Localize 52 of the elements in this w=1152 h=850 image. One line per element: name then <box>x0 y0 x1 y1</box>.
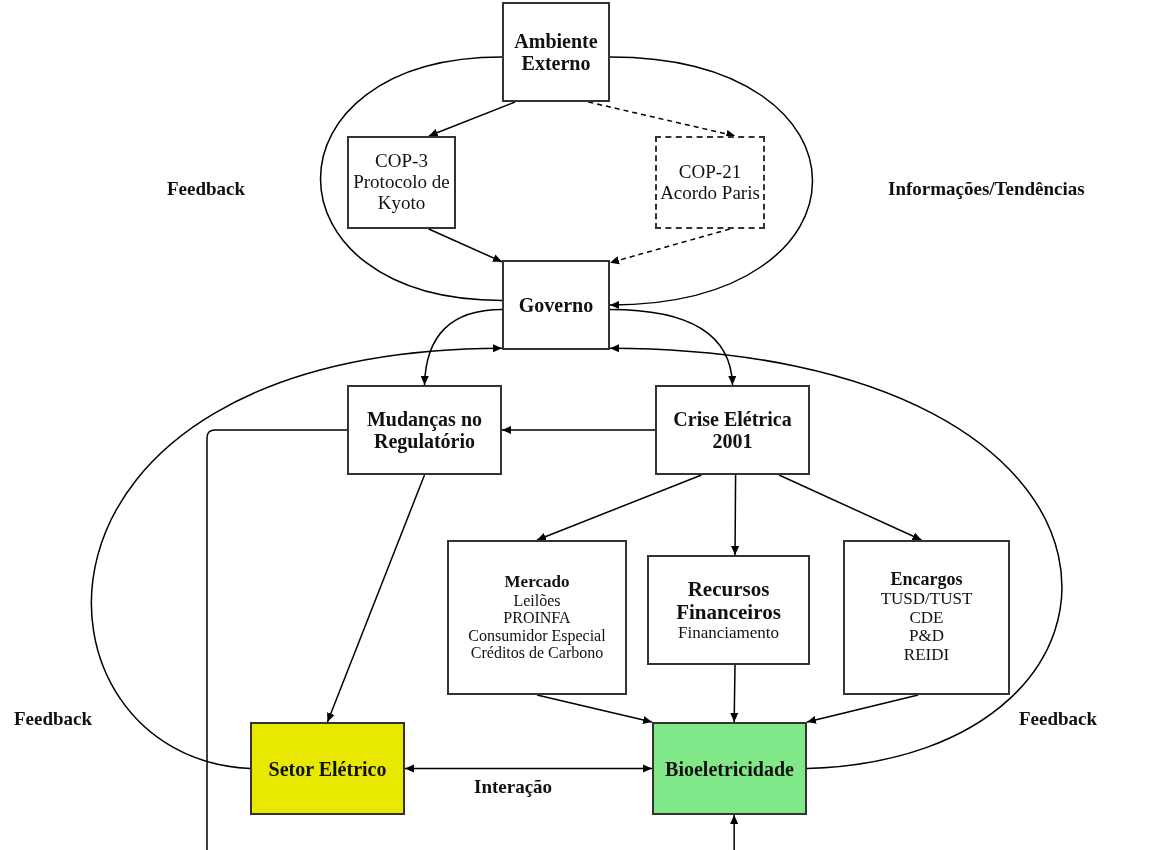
arrow <box>609 56 814 309</box>
feedback-arrow <box>609 344 1062 770</box>
node-item: Leilões <box>513 591 561 610</box>
feedback-arrow <box>90 344 503 770</box>
process-box <box>502 260 610 350</box>
process-box <box>347 136 456 229</box>
node-item: PROINFA <box>503 609 571 627</box>
node-title: Recursos Financeiros <box>675 577 782 624</box>
process-box <box>250 722 405 815</box>
node-title: Mudanças no Regulatório <box>366 408 483 452</box>
node-title: Bioeletricidade <box>665 757 794 780</box>
arrow <box>501 425 656 435</box>
process-box <box>347 385 502 475</box>
arrow <box>806 694 919 724</box>
dashed-process-box <box>655 136 765 229</box>
connector-line <box>206 429 348 850</box>
node-title: Ambiente Externo <box>513 30 599 74</box>
feedback-loop <box>319 56 503 302</box>
arrow <box>536 474 703 541</box>
process-box <box>447 540 627 695</box>
process-box <box>502 2 610 102</box>
node-title: Governo <box>518 294 594 316</box>
arrow <box>730 814 739 850</box>
node-title: Encargos <box>890 570 963 590</box>
node-item: P&D <box>909 627 944 647</box>
node-title: Mercado <box>504 572 570 592</box>
node-item: Créditos de Carbono <box>470 644 604 663</box>
arrow <box>536 694 653 724</box>
arrow <box>609 308 736 386</box>
node-item: CDE <box>909 608 944 628</box>
arrow <box>326 474 426 723</box>
node-title: COP-21 Acordo Paris <box>659 161 761 204</box>
arrow <box>730 664 739 723</box>
node-item: TUSD/TUST <box>880 590 973 609</box>
node-item: REIDI <box>903 646 950 665</box>
node-item: Financiamento <box>678 623 779 643</box>
node-title: COP-3 Protocolo de Kyoto <box>352 151 451 214</box>
process-box <box>647 555 810 665</box>
arrow <box>778 474 923 541</box>
arrow <box>587 101 737 138</box>
arrow <box>428 101 516 137</box>
node-item: Consumidor Especial <box>468 626 606 645</box>
arrow <box>609 228 731 265</box>
arrow <box>421 308 503 386</box>
process-box <box>843 540 1010 695</box>
process-box <box>655 385 810 475</box>
arrow <box>731 474 740 556</box>
node-title: Setor Elétrico <box>268 757 387 780</box>
double-arrow <box>404 764 653 773</box>
node-title: Crise Elétrica 2001 <box>672 408 793 452</box>
process-box <box>652 722 807 815</box>
arrow <box>428 228 503 263</box>
